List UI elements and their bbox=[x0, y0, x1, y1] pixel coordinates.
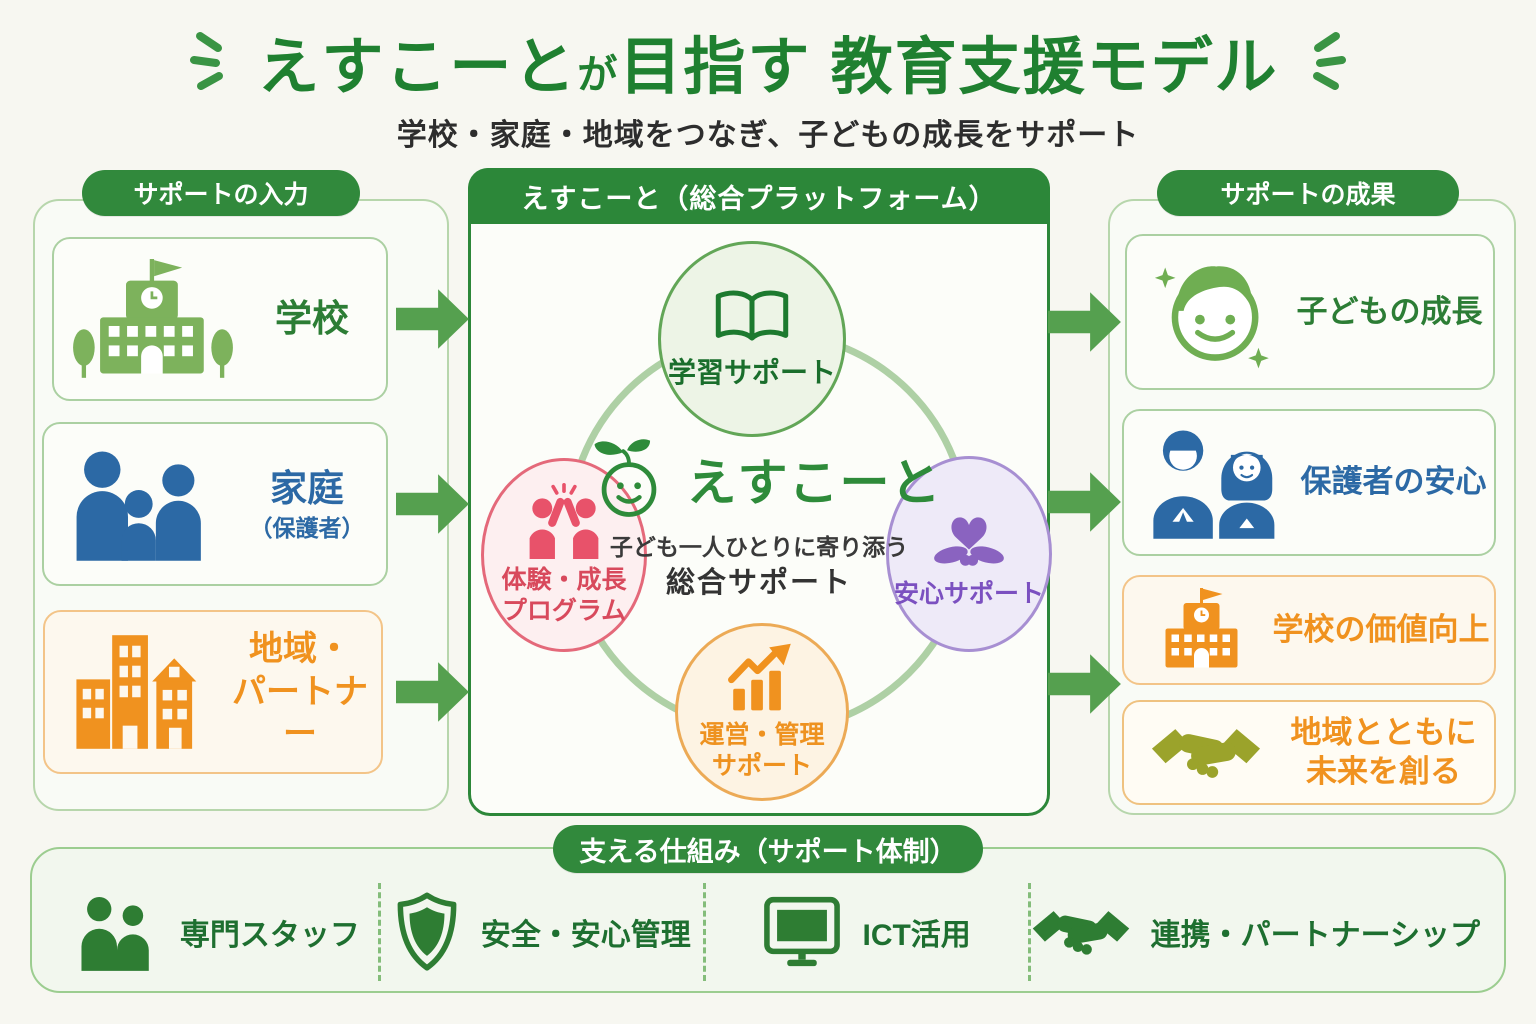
school-icon bbox=[1138, 588, 1268, 672]
handshake-icon bbox=[1138, 716, 1273, 789]
support-item-staff: 専門スタッフ bbox=[56, 894, 378, 971]
brand-tagline-1: 子ども一人ひとりに寄り添う bbox=[609, 534, 909, 560]
node-operations-line2: サポート bbox=[711, 752, 812, 780]
open-book-icon bbox=[711, 289, 793, 349]
outcome-parent-relief-label: 保護者の安心 bbox=[1300, 464, 1487, 500]
bottom-panel-header-label: 支える仕組み（サポート体制） bbox=[579, 836, 957, 867]
title-part1: えすこーと bbox=[257, 33, 578, 102]
support-staff-label: 専門スタッフ bbox=[179, 919, 360, 952]
burst-right-icon bbox=[1313, 32, 1346, 90]
handshake-icon bbox=[1031, 900, 1131, 964]
node-safety-label: 安心サポート bbox=[893, 580, 1044, 609]
arrow-right-icon bbox=[396, 474, 469, 534]
title-part2: 目指す 教育支援モデル bbox=[619, 33, 1279, 102]
input-item-family-label: 家庭 （保護者） bbox=[228, 466, 386, 543]
right-panel-header: サポートの成果 bbox=[1157, 170, 1459, 216]
family-label: 家庭 bbox=[270, 467, 344, 509]
outcome-item-child-growth: 子どもの成長 bbox=[1125, 234, 1495, 390]
family-sublabel: （保護者） bbox=[249, 514, 365, 541]
outcome-item-school-value: 学校の価値向上 bbox=[1122, 575, 1496, 685]
node-learning-support: 学習サポート bbox=[658, 241, 846, 437]
support-item-partnership: 連携・パートナーシップ bbox=[1031, 900, 1480, 964]
arrow-right-icon bbox=[396, 289, 469, 349]
page-subtitle: 学校・家庭・地域をつなぎ、子どもの成長をサポート bbox=[396, 119, 1140, 152]
parents-icon bbox=[1138, 423, 1293, 543]
brand-tagline-2: 総合サポート bbox=[665, 567, 852, 599]
divider bbox=[702, 883, 706, 981]
brand-logo: えすこーと bbox=[594, 439, 941, 519]
sprout-face-icon bbox=[583, 438, 675, 520]
platform-header: えすこーと（総合プラットフォーム） bbox=[468, 168, 1050, 224]
outcome-community-future-label: 地域とともに 未来を創る bbox=[1273, 714, 1494, 792]
arrow-right-icon bbox=[1048, 472, 1121, 532]
shield-icon bbox=[393, 892, 461, 972]
community-line1: 地域とともに bbox=[1290, 714, 1477, 750]
node-operations-line1: 運営・管理 bbox=[699, 720, 825, 749]
title-particle: が bbox=[577, 53, 620, 97]
input-item-region: 地域・ パートナー bbox=[43, 610, 383, 774]
outcome-item-parent-relief: 保護者の安心 bbox=[1122, 409, 1496, 556]
buildings-icon bbox=[59, 633, 219, 751]
input-item-family: 家庭 （保護者） bbox=[42, 422, 388, 586]
high-five-icon bbox=[520, 482, 608, 559]
page-title: えすこーとが目指す 教育支援モデル bbox=[0, 16, 1536, 106]
input-item-school: 学校 bbox=[52, 237, 388, 401]
support-partnership-label: 連携・パートナーシップ bbox=[1150, 919, 1480, 952]
node-experience-line1: 体験・成長 bbox=[501, 565, 627, 594]
left-panel-header-label: サポートの入力 bbox=[133, 181, 309, 209]
child-face-icon bbox=[1141, 248, 1286, 376]
platform-panel: えすこーと（総合プラットフォーム） 学習サポート bbox=[468, 168, 1052, 816]
node-experience-program: 体験・成長 プログラム bbox=[481, 458, 647, 652]
support-safety-label: 安全・安心管理 bbox=[480, 919, 691, 952]
region-line1: 地域・ bbox=[249, 630, 351, 669]
support-item-ict: ICT活用 bbox=[706, 896, 1028, 968]
burst-left-icon bbox=[190, 32, 223, 90]
brand-logo-name: えすこーと bbox=[686, 455, 942, 511]
divider bbox=[377, 883, 381, 981]
right-panel-header-label: サポートの成果 bbox=[1220, 181, 1396, 209]
school-icon bbox=[68, 258, 238, 380]
growth-chart-icon bbox=[724, 642, 800, 714]
input-item-school-label: 学校 bbox=[275, 297, 349, 339]
node-experience-line2: プログラム bbox=[501, 597, 627, 625]
staff-icon bbox=[74, 894, 160, 971]
arrow-right-icon bbox=[1048, 292, 1121, 352]
node-operations-support: 運営・管理 サポート bbox=[675, 623, 849, 801]
outcome-item-community-future: 地域とともに 未来を創る bbox=[1122, 700, 1496, 805]
arrow-right-icon bbox=[396, 662, 469, 722]
support-ict-label: ICT活用 bbox=[862, 919, 971, 952]
heart-hands-icon bbox=[925, 497, 1013, 573]
node-learning-label: 学習サポート bbox=[667, 356, 836, 388]
input-item-region-label: 地域・ パートナー bbox=[219, 628, 381, 756]
community-line2: 未来を創る bbox=[1306, 753, 1461, 789]
divider bbox=[1027, 883, 1031, 981]
region-line2: パートナー bbox=[232, 672, 368, 754]
platform-header-label: えすこーと（総合プラットフォーム） bbox=[521, 183, 997, 214]
family-icon bbox=[58, 448, 228, 561]
support-item-safety: 安全・安心管理 bbox=[381, 892, 703, 972]
outcome-child-growth-label: 子どもの成長 bbox=[1296, 293, 1483, 329]
bottom-panel-header: 支える仕組み（サポート体制） bbox=[553, 825, 983, 873]
arrow-right-icon bbox=[1048, 654, 1121, 714]
outcome-school-value-label: 学校の価値向上 bbox=[1272, 611, 1490, 647]
monitor-icon bbox=[762, 896, 842, 968]
left-panel-header: サポートの入力 bbox=[82, 170, 360, 216]
node-safety-support: 安心サポート bbox=[886, 456, 1052, 652]
